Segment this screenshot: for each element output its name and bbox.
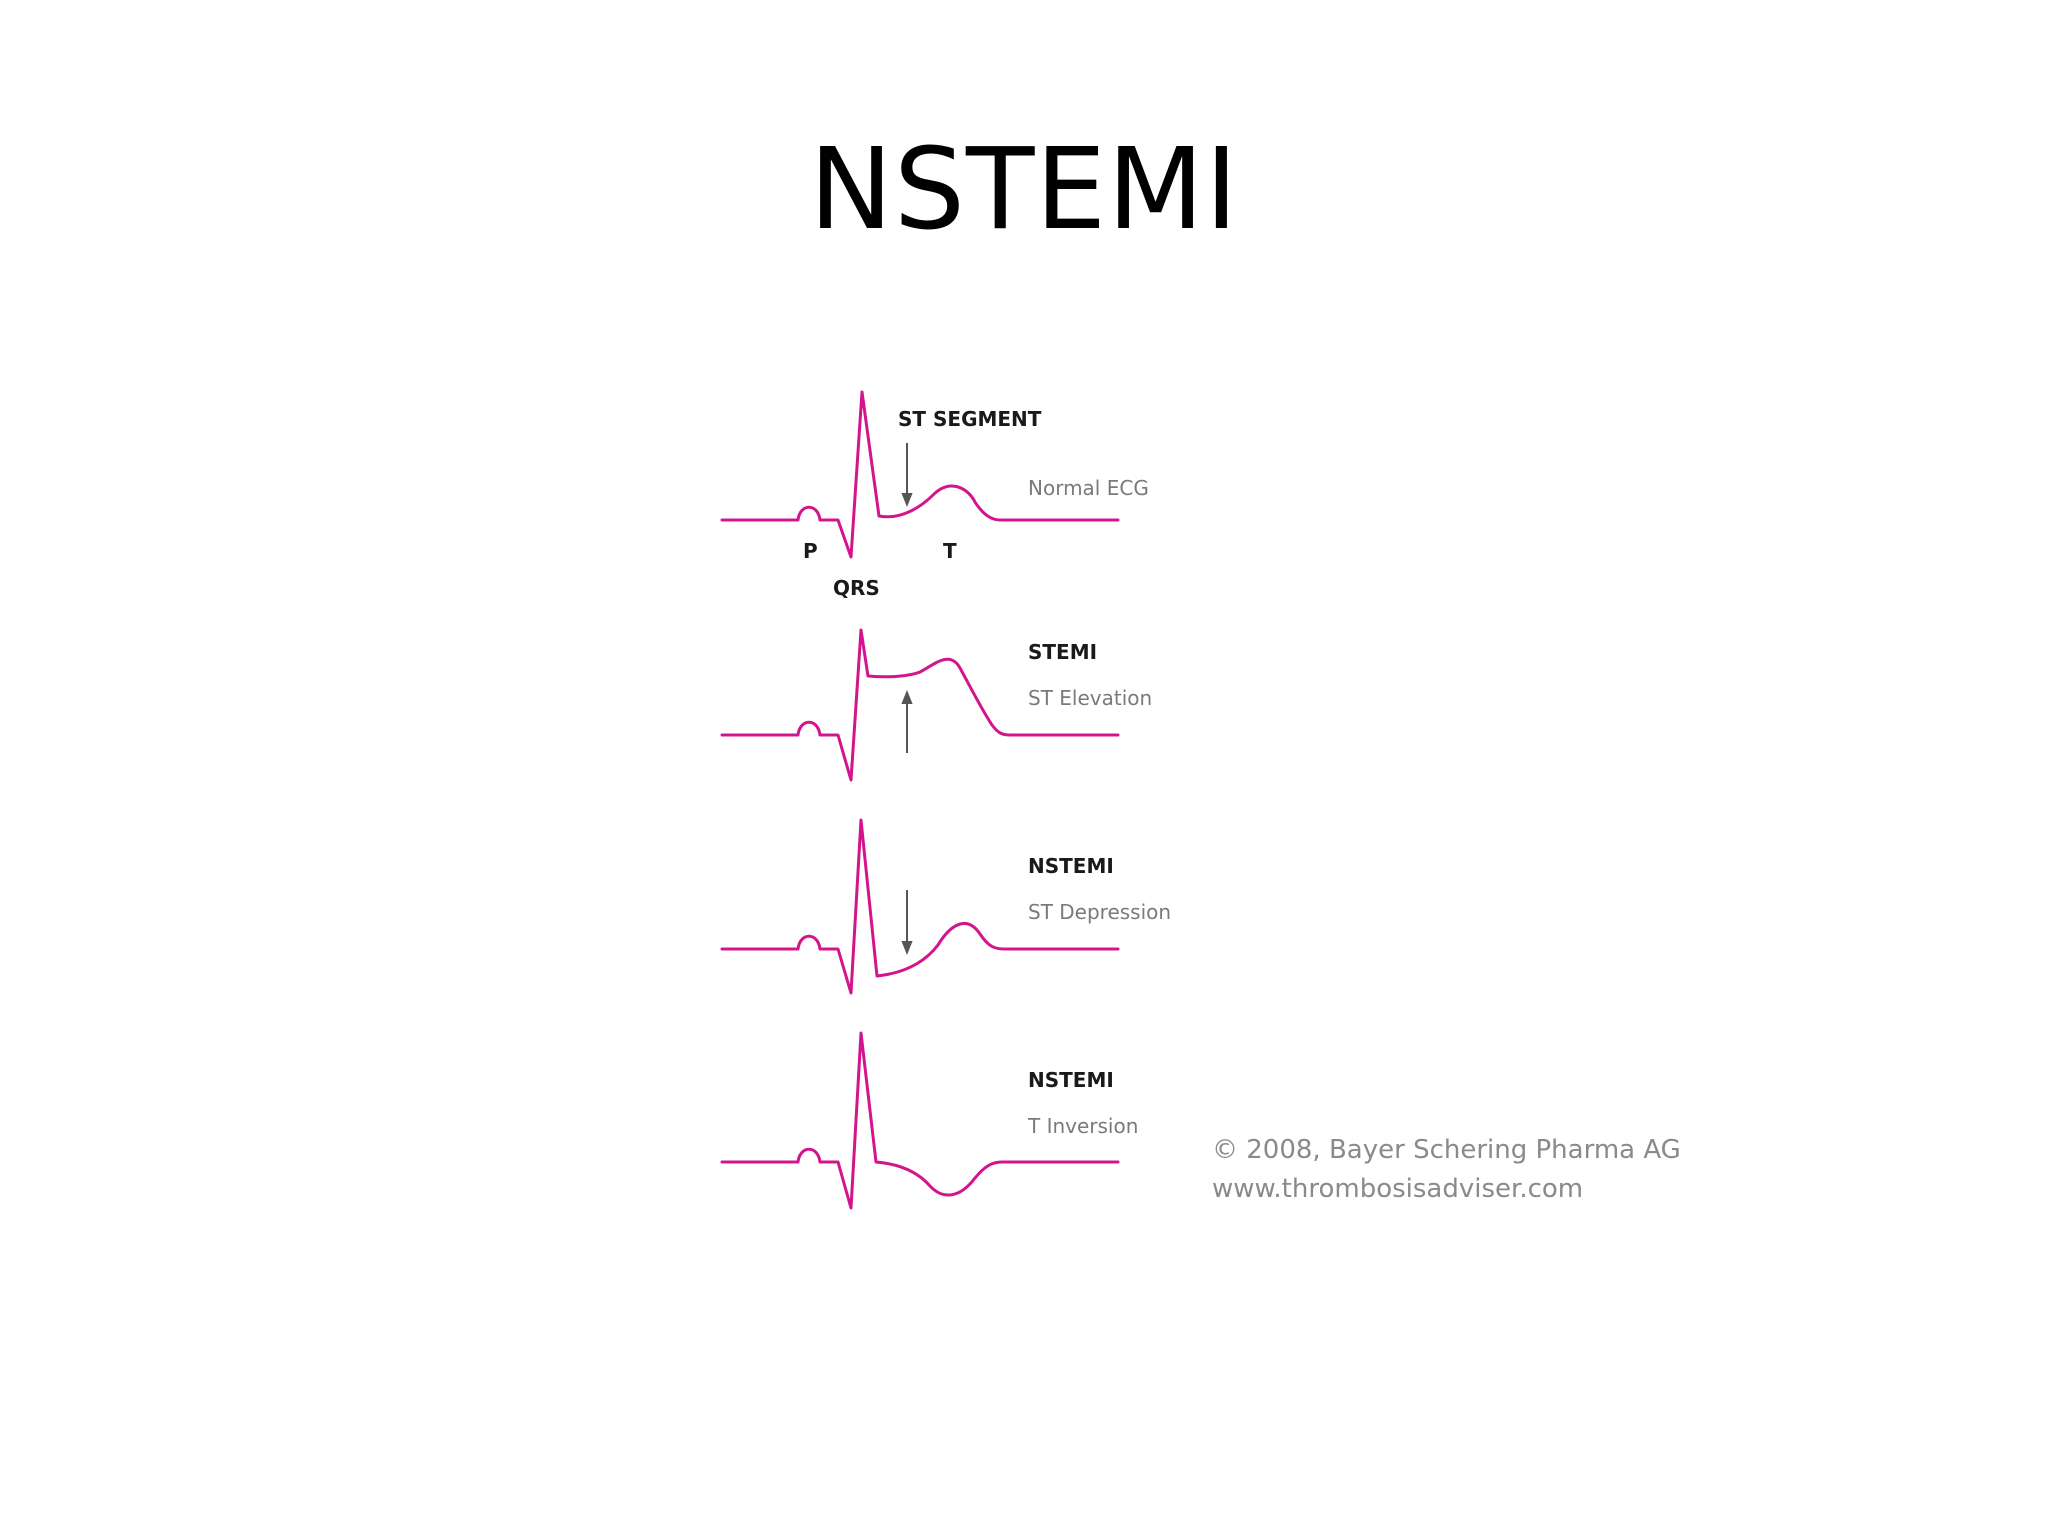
copyright-text: © 2008, Bayer Schering Pharma AG [1212, 1135, 1681, 1165]
panel-heading-nstemi-inversion: NSTEMI [1028, 1068, 1114, 1092]
credit-block: © 2008, Bayer Schering Pharma AG www.thr… [1212, 1135, 1681, 1204]
slide-title: NSTEMI [809, 125, 1239, 255]
website-text: www.thrombosisadviser.com [1212, 1174, 1583, 1204]
panel-heading-st-segment: ST SEGMENT [898, 407, 1042, 431]
panel-caption-normal-ecg: Normal ECG [1028, 476, 1149, 500]
panel-heading-nstemi-depression: NSTEMI [1028, 854, 1114, 878]
ecg-trace-st-depression [720, 818, 1120, 995]
panel-caption-t-inversion: T Inversion [1027, 1114, 1138, 1138]
ecg-trace-normal [720, 390, 1120, 559]
panel-caption-st-depression: ST Depression [1028, 900, 1171, 924]
ecg-panel-st-depression: NSTEMI ST Depression [720, 818, 1171, 995]
wave-label-t: T [943, 539, 957, 563]
panel-caption-st-elevation: ST Elevation [1028, 686, 1152, 710]
ecg-panel-st-elevation: STEMI ST Elevation [720, 628, 1152, 782]
panel-heading-stemi: STEMI [1028, 640, 1097, 664]
ecg-trace-t-inversion [720, 1031, 1120, 1210]
ecg-trace-st-elevation [720, 628, 1120, 782]
ecg-panel-normal: ST SEGMENT Normal ECG P QRS T [720, 390, 1149, 600]
wave-label-p: P [803, 539, 818, 563]
ecg-panel-t-inversion: NSTEMI T Inversion [720, 1031, 1138, 1210]
wave-label-qrs: QRS [833, 576, 880, 600]
